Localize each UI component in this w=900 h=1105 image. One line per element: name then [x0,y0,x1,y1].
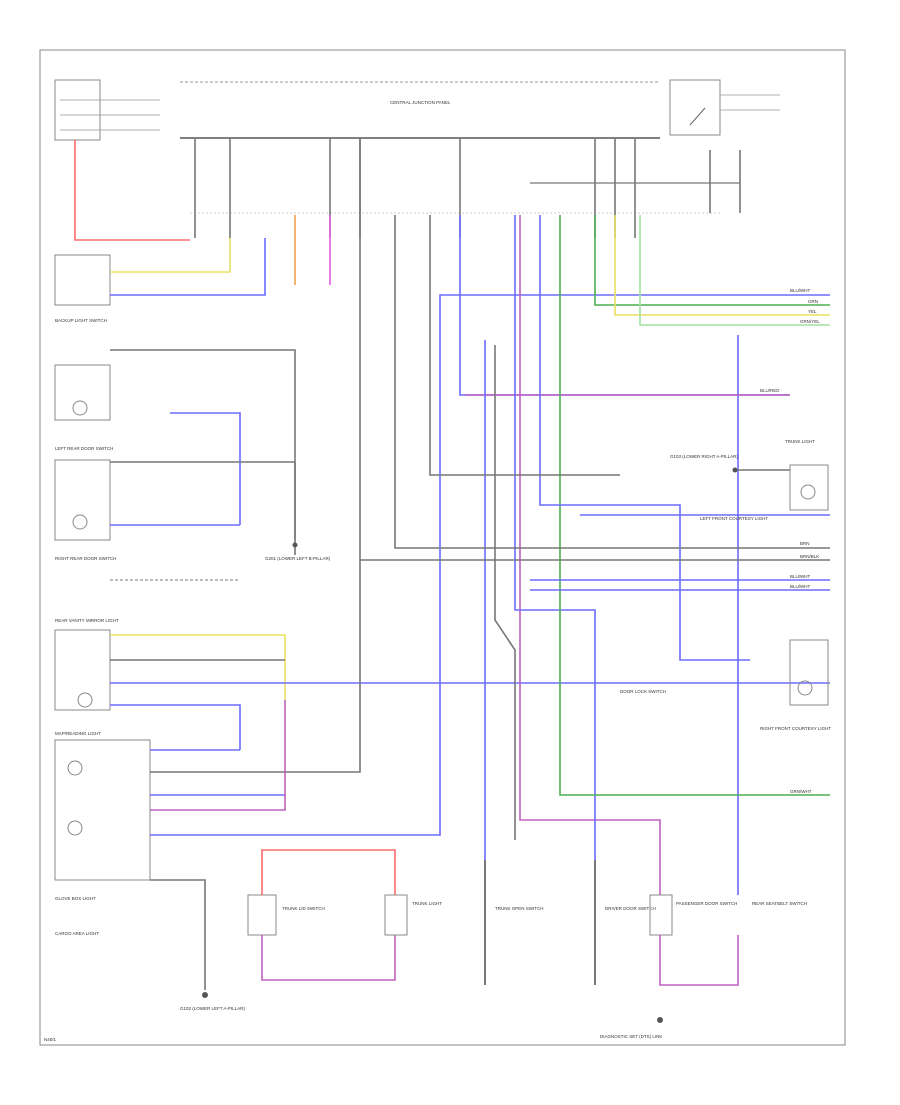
vertical-gray-2 [394,215,830,549]
diagram-frame [39,49,846,1046]
ground-g102-label: G102 (LOWER LEFT A-PILLAR) [180,1006,245,1011]
vertical-gray-1 [494,345,516,840]
left-front-courtesy-lamp [800,484,816,500]
right-lightgreen-1 [639,215,830,326]
relay-switch-symbol [689,107,706,126]
ground-g301-icon [657,1017,663,1023]
backup-light-switch-label: BACKUP LIGHT SWITCH [55,318,107,323]
trunk-purple-wire [261,935,396,981]
left-rear-door-lamp [72,400,88,416]
vanity-mirror-lamp [77,692,93,708]
right-wire-label-1: BLU/WHT [790,288,811,293]
trunk-light-label: TRUNK LIGHT [412,901,442,906]
trunk-lid-switch-label: TRUNK LID SWITCH [282,906,325,911]
right-wire-label-5: BLU/RED [760,388,780,393]
map-reading-light [54,739,151,881]
right-rear-door-switch-label: RIGHT REAR DOOR SWITCH [55,556,116,561]
trunk-red-wire [261,849,396,895]
junction-panel-label: CENTRAL JUNCTION PANEL [390,100,451,105]
right-wire-label-10: GRN/WHT [790,789,812,794]
vanity-yellow-wire [110,634,286,700]
driver-door-switch-label: DRIVER DOOR SWITCH [605,906,656,911]
right-green-1 [594,215,830,306]
ground-g102-icon [202,992,208,998]
left-rear-door-blue [170,412,241,525]
left-rear-door-switch [54,364,111,421]
ground-g201-icon [292,542,298,548]
vertical-blue-3 [514,215,596,860]
ground-g103-icon [732,467,738,473]
map-reading-light-label: MAP/READING LIGHT [55,731,101,736]
right-front-courtesy-lamp [797,680,813,696]
fuse-box-left [54,79,101,141]
red-power-wire [74,140,190,241]
left-front-courtesy-light-label: LEFT FRONT COURTESY LIGHT [700,516,768,521]
trunk-light-right-label: TRUNK LIGHT [785,439,815,444]
map-light-lamp-1 [67,760,83,776]
right-wire-label-4: GRN/YEL [800,319,820,324]
trunk-light [384,894,408,936]
vertical-purple-2 [519,215,661,895]
trunk-open-switch-label: TRUNK OPEN SWITCH [495,906,544,911]
right-wire-label-6: BRN [800,541,810,546]
right-front-courtesy-light-label: RIGHT FRONT COURTESY LIGHT [760,726,831,731]
right-wire-label-2: GRN [808,299,818,304]
right-rear-door-lamp [72,514,88,530]
vertical-blue-4 [539,215,750,661]
right-yellow-1 [614,215,830,316]
backup-yellow-wire [110,238,231,273]
trunk-lid-switch [247,894,277,936]
vertical-green-1 [559,215,830,796]
relay-box-right [669,79,721,136]
rear-vanity-mirror-light [54,629,111,711]
door-lock-switch-label: DOOR LOCK SWITCH [620,689,666,694]
right-front-courtesy-light [789,639,829,706]
backup-blue-wire [110,238,266,296]
map-blue-wire-3 [150,294,830,836]
right-wire-label-8: BLU/WHT [790,574,811,579]
ground-wire-g102 [150,879,206,990]
left-rear-door-switch-label: LEFT REAR DOOR SWITCH [55,446,113,451]
ground-g201-label: G201 (LOWER LEFT B-PILLAR) [265,556,331,561]
backup-light-switch [54,254,111,306]
passenger-door-switch-label: PASSENGER DOOR SWITCH [676,901,737,906]
right-wire-label-9: BLU/WHT [790,584,811,589]
left-front-courtesy-light [789,464,829,511]
cargo-area-light-label: CARGO AREA LIGHT [55,931,99,936]
vertical-gray-3 [429,215,620,476]
map-purple-wire [150,700,286,811]
diagram-code: N40/1 [44,1037,57,1042]
glove-box-light-label: GLOVE BOX LIGHT [55,896,96,901]
passenger-door-switch [649,894,673,936]
rear-vanity-mirror-light-label: REAR VANITY MIRROR LIGHT [55,618,119,623]
rear-seatbelt-switch-label: REAR SEATBELT SWITCH [752,901,807,906]
vanity-blue-wire-2 [110,704,241,750]
right-wire-label-3: YEL [808,309,817,314]
ground-g301-label: DIAGNOSTIC SET (DTS) LINK [600,1034,662,1039]
right-rear-door-switch [54,459,111,541]
passenger-purple-wire [659,935,739,986]
ground-g103-label: G103 (LOWER RIGHT A-PILLAR) [670,454,738,459]
map-gray-wire [150,138,361,773]
right-wire-label-7: BRN/BLK [800,554,819,559]
map-light-lamp-2 [67,820,83,836]
